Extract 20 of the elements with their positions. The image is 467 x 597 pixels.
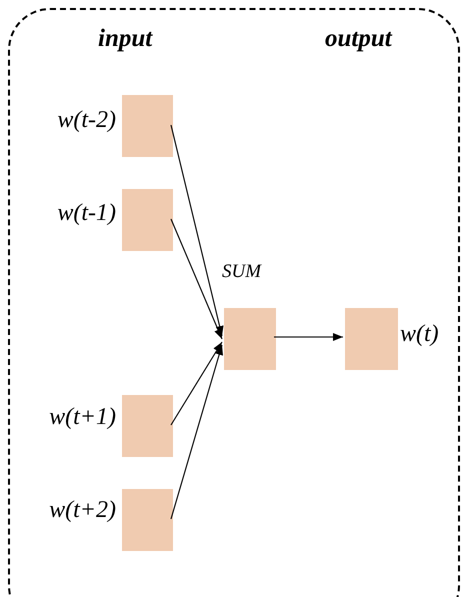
column-heading: input: [98, 26, 152, 51]
node-label: w(t+1): [48, 405, 116, 429]
square-box: [224, 308, 276, 370]
square-box: [122, 395, 173, 457]
square-box: [122, 189, 173, 251]
arrow: [274, 333, 343, 341]
dashed-frame: [8, 8, 460, 597]
node-label: w(t-1): [56, 201, 116, 225]
node-label: w(t+2): [48, 498, 116, 522]
arrow: [170, 342, 222, 426]
arrow: [170, 344, 224, 520]
node-label: SUM: [222, 262, 263, 281]
square-box: [122, 95, 173, 157]
square-box: [122, 489, 173, 551]
node-label: w(t): [400, 322, 440, 346]
arrow: [170, 218, 222, 340]
column-heading: output: [325, 26, 392, 51]
arrow: [170, 124, 224, 336]
square-box: [345, 308, 398, 370]
node-label: w(t-2): [56, 108, 116, 132]
